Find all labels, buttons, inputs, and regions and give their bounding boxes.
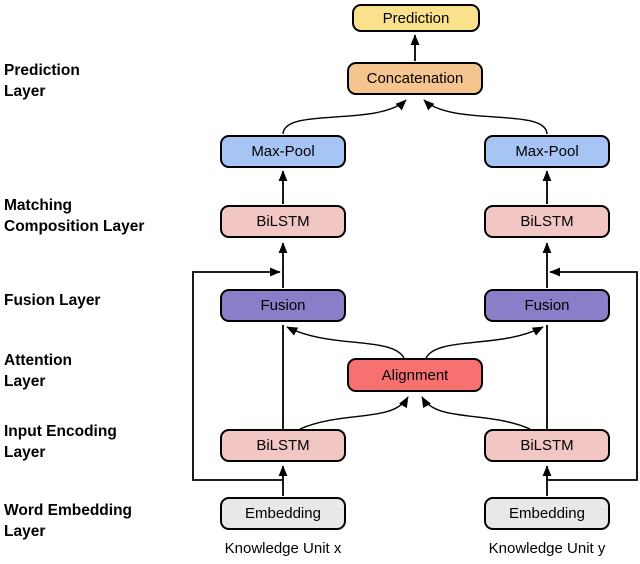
node-bilstm-encoding-x: BiLSTM: [220, 429, 346, 462]
label-word-embedding-layer: Word Embedding Layer: [4, 502, 133, 540]
edge-alignment-to-fusion-x: [286, 326, 405, 359]
edge-skip-x: [192, 267, 283, 481]
node-fusion-y: Fusion: [484, 289, 610, 322]
label-input-encoding-layer: Input Encoding Layer: [4, 423, 117, 461]
label-attention-layer: Attention Layer: [4, 352, 73, 390]
node-concatenation: Concatenation: [347, 62, 483, 95]
node-maxpool-y: Max-Pool: [484, 135, 610, 168]
edge-maxpool-y-to-concat: [423, 99, 548, 135]
label-matching-composition-layer: Matching Composition Layer: [4, 197, 145, 235]
edge-bilstm-y-to-alignment: [421, 396, 531, 430]
node-alignment: Alignment: [347, 358, 483, 392]
node-fusion-x: Fusion: [220, 289, 346, 322]
node-bilstm-matching-x: BiLSTM: [220, 205, 346, 238]
edge-maxpool-x-to-concat: [282, 99, 407, 135]
edge-bilstm-x-to-alignment: [299, 396, 409, 430]
node-maxpool-x: Max-Pool: [220, 135, 346, 168]
label-prediction-layer: Prediction Layer: [4, 62, 80, 100]
label-fusion-layer: Fusion Layer: [4, 292, 101, 309]
label-knowledge-unit-y: Knowledge Unit y: [488, 540, 606, 557]
node-bilstm-matching-y: BiLSTM: [484, 205, 610, 238]
node-embedding-y: Embedding: [484, 497, 610, 530]
node-prediction: Prediction: [352, 4, 480, 32]
edge-alignment-to-fusion-y: [425, 326, 544, 359]
node-embedding-x: Embedding: [220, 497, 346, 530]
edge-skip-y: [547, 267, 638, 481]
label-knowledge-unit-x: Knowledge Unit x: [224, 540, 342, 557]
node-bilstm-encoding-y: BiLSTM: [484, 429, 610, 462]
